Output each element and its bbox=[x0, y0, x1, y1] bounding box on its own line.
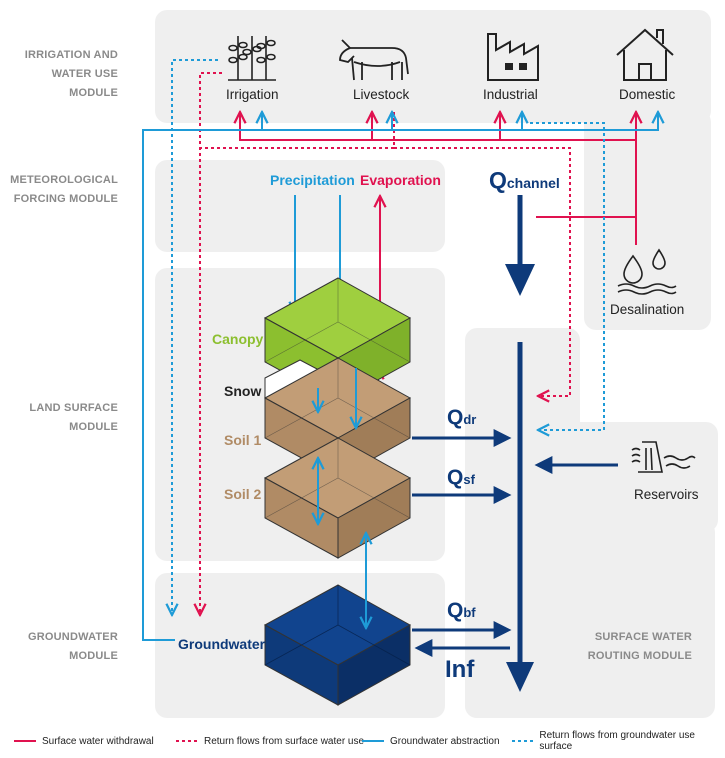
water-drops-icon bbox=[617, 248, 677, 295]
q-dr-label: Qdr bbox=[447, 406, 476, 430]
panel-meteorological bbox=[155, 160, 445, 252]
groundwater-label: Groundwater bbox=[178, 636, 266, 652]
plants-icon bbox=[228, 36, 276, 81]
routing-arrows bbox=[412, 195, 618, 692]
sector-label-domestic: Domestic bbox=[619, 87, 676, 102]
groundwater-return-lines bbox=[172, 59, 605, 615]
q-bf-label: Qbf bbox=[447, 599, 476, 623]
q-sf-symbol: Q bbox=[447, 466, 464, 489]
surface-water-withdrawal-lines bbox=[240, 112, 636, 245]
sector-label-irrigation: Irrigation bbox=[226, 87, 279, 102]
inf-label: Inf bbox=[445, 656, 475, 683]
panel-reservoirs bbox=[560, 422, 718, 532]
house-icon bbox=[616, 28, 674, 81]
q-sf-subscript: sf bbox=[463, 472, 475, 487]
surface-water-return-lines bbox=[200, 72, 571, 615]
soil-2-layer bbox=[263, 437, 412, 559]
legend-surface-water-withdrawal: Surface water withdrawal bbox=[14, 729, 154, 753]
q-channel-subscript: channel bbox=[506, 175, 560, 191]
legend-label-gw-return: Return flows from groundwater use surfac… bbox=[539, 730, 695, 752]
legend-label-sw-withdrawal: Surface water withdrawal bbox=[42, 735, 154, 747]
q-dr-symbol: Q bbox=[447, 406, 464, 429]
module-label-land-surface: LAND SURFACE MODULE bbox=[29, 402, 118, 433]
q-bf-symbol: Q bbox=[447, 599, 464, 622]
q-channel-label: Qchannel bbox=[489, 167, 560, 194]
legend-label-sw-return: Return flows from surface water use bbox=[204, 735, 365, 747]
legend-solid-blue-line-icon bbox=[362, 740, 384, 742]
sector-label-industrial: Industrial bbox=[483, 87, 538, 102]
legend-label-gw-abstraction: Groundwater abstraction bbox=[390, 735, 500, 747]
sector-label-reservoirs: Reservoirs bbox=[634, 487, 699, 502]
sector-label-desalination: Desalination bbox=[610, 302, 685, 317]
layer-exchange-arrows bbox=[318, 368, 366, 628]
soil-2-label: Soil 2 bbox=[224, 486, 262, 502]
legend-dotted-blue-line-icon bbox=[512, 740, 534, 742]
panel-desalination-extension bbox=[584, 110, 711, 330]
canopy-label: Canopy bbox=[212, 331, 264, 347]
legend-surface-water-return: Return flows from surface water use bbox=[176, 729, 364, 753]
snow-label: Snow bbox=[224, 383, 262, 399]
panel-irrigation bbox=[155, 10, 711, 123]
soil-1-label: Soil 1 bbox=[224, 432, 262, 448]
groundwater-abstraction-lines bbox=[142, 112, 658, 641]
module-label-meteorological: METEOROLOGICAL FORCING MODULE bbox=[10, 174, 118, 205]
q-sf-label: Qsf bbox=[447, 466, 475, 490]
sector-label-livestock: Livestock bbox=[353, 87, 410, 102]
evaporation-label: Evaporation bbox=[360, 172, 441, 188]
groundwater-layer bbox=[263, 584, 412, 706]
legend-solid-red-line-icon bbox=[14, 740, 36, 742]
legend-dotted-red-line-icon bbox=[176, 740, 198, 742]
cow-icon bbox=[339, 39, 409, 81]
factory-icon bbox=[487, 33, 539, 81]
module-label-groundwater: GROUNDWATER MODULE bbox=[28, 631, 118, 662]
precipitation-label: Precipitation bbox=[270, 172, 355, 188]
dam-icon bbox=[631, 441, 696, 473]
q-bf-subscript: bf bbox=[463, 605, 476, 620]
module-label-irrigation: IRRIGATION AND WATER USE MODULE bbox=[24, 49, 118, 99]
module-label-routing: SURFACE WATER ROUTING MODULE bbox=[587, 631, 692, 662]
legend-groundwater-return: Return flows from groundwater use surfac… bbox=[512, 729, 725, 753]
q-dr-subscript: dr bbox=[463, 412, 477, 427]
panel-routing-base bbox=[465, 520, 715, 718]
q-channel-symbol: Q bbox=[489, 167, 507, 193]
legend-groundwater-abstraction: Groundwater abstraction bbox=[362, 729, 500, 753]
